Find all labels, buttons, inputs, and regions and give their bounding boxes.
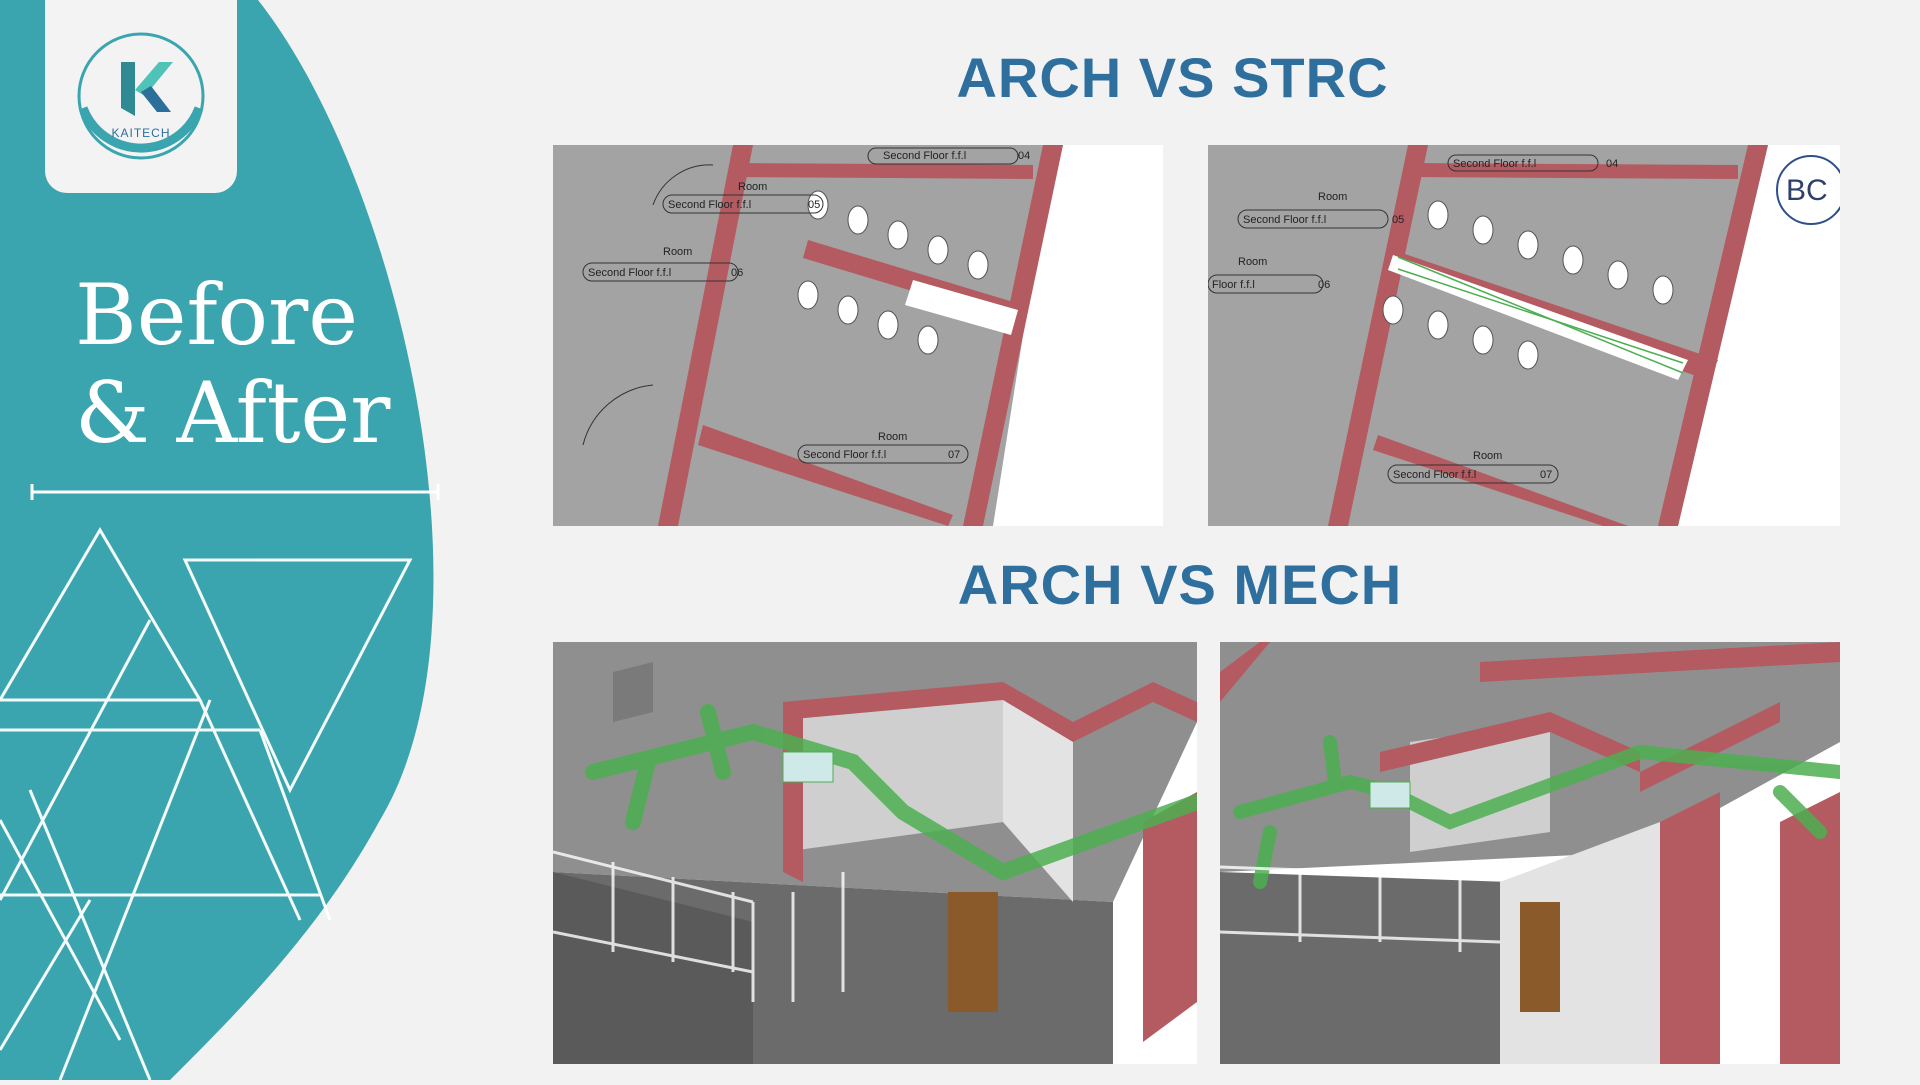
tag-number: 06 xyxy=(1318,279,1330,291)
arch-mech-after-image xyxy=(1220,642,1840,1064)
tag-number: 04 xyxy=(1018,150,1030,162)
k-logo-icon xyxy=(77,32,205,160)
sidebar-panel: KAITECH Before & After xyxy=(0,0,480,1081)
section-heading-arch-strc: ARCH VS STRC xyxy=(956,46,1389,109)
level-tag: Second Floor f.f.l xyxy=(1453,158,1536,170)
tag-number: 07 xyxy=(948,449,960,461)
tag-number: 04 xyxy=(1606,158,1618,170)
arch-strc-after-image: Room Room Room Second Floor f.f.l Second… xyxy=(1208,145,1840,526)
room-label: Room xyxy=(1318,191,1347,203)
room-label: Room xyxy=(1238,256,1267,268)
level-tag: Second Floor f.f.l xyxy=(1393,469,1476,481)
tag-number: 05 xyxy=(808,199,820,211)
level-tag: Second Floor f.f.l xyxy=(1243,214,1326,226)
tag-number: 06 xyxy=(731,267,743,279)
arch-mech-before-image xyxy=(553,642,1197,1064)
tag-number: 05 xyxy=(1392,214,1404,226)
room-label: Room xyxy=(878,431,907,443)
level-tag: Second Floor f.f.l xyxy=(803,449,886,461)
room-label: Room xyxy=(1473,450,1502,462)
logo-text: KAITECH xyxy=(111,126,171,140)
sidebar-title-line1: Before xyxy=(75,266,358,364)
level-tag: Second Floor f.f.l xyxy=(883,150,966,162)
bc-badge: BC xyxy=(1786,174,1828,207)
tag-number: 07 xyxy=(1540,469,1552,481)
geometric-lines-decoration xyxy=(0,527,413,1081)
level-tag: Floor f.f.l xyxy=(1212,279,1255,291)
level-tag: Second Floor f.f.l xyxy=(668,199,751,211)
arch-strc-before-image: Room Room Room Second Floor f.f.l Second… xyxy=(553,145,1163,526)
room-label: Room xyxy=(663,246,692,258)
room-label: Room xyxy=(738,181,767,193)
level-tag: Second Floor f.f.l xyxy=(588,267,671,279)
sidebar-title-line2: & After xyxy=(75,364,391,462)
teal-arc-background xyxy=(0,0,434,1081)
title-divider xyxy=(30,484,440,500)
section-heading-arch-mech: ARCH VS MECH xyxy=(957,553,1403,616)
logo-card: KAITECH xyxy=(45,0,237,193)
